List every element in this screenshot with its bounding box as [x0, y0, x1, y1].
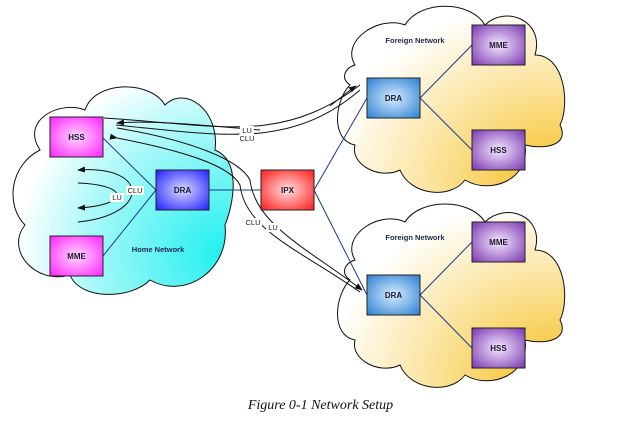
link-dra-mme-foreign-2 — [419, 241, 473, 296]
ipx-node[interactable]: IPX — [260, 169, 315, 211]
home-mme-node[interactable]: MME — [49, 235, 104, 277]
flow-label-lu-foreign-2: LU — [268, 223, 278, 232]
link-dra-hss-foreign-1 — [419, 97, 473, 151]
home-dra-label: DRA — [174, 186, 192, 195]
home-hss-label: HSS — [68, 133, 85, 142]
foreign-1-mme-label: MME — [489, 41, 508, 50]
foreign-2-dra-label: DRA — [385, 291, 403, 300]
foreign-2-dra-node[interactable]: DRA — [366, 274, 421, 316]
flow-arrow-hss-2 — [109, 133, 361, 293]
flow-label-clu-foreign-1: CLU — [239, 134, 254, 143]
foreign-2-hss-node[interactable]: HSS — [471, 327, 526, 369]
foreign-2-mme-node[interactable]: MME — [471, 221, 526, 263]
link-dra-hss-foreign-2 — [419, 294, 473, 349]
foreign-2-hss-label: HSS — [490, 344, 507, 353]
flow-label-lu-home: LU — [112, 193, 122, 202]
flow-arrow-foreign-1 — [329, 85, 357, 107]
figure-caption: Figure 0-1 Network Setup — [247, 398, 394, 413]
home-network-label: Home Network — [132, 245, 185, 254]
home-mme-label: MME — [67, 252, 86, 261]
flow-arrow-foreign-2 — [116, 127, 363, 291]
home-hss-node[interactable]: HSS — [49, 116, 104, 158]
foreign-1-dra-label: DRA — [385, 94, 403, 103]
ipx-label: IPX — [281, 186, 295, 195]
link-ipx-dra-foreign-1 — [313, 97, 368, 191]
link-ipx-dra-foreign-2 — [313, 189, 368, 296]
home-dra-node[interactable]: DRA — [155, 169, 210, 211]
flow-label-lu-foreign-1: LU — [242, 126, 252, 135]
foreign-1-hss-label: HSS — [490, 146, 507, 155]
foreign-network-2-label: Foreign Network — [385, 233, 445, 242]
foreign-network-1-label: Foreign Network — [385, 36, 445, 45]
foreign-1-hss-node[interactable]: HSS — [471, 129, 526, 171]
link-mme-dra-home — [102, 189, 157, 257]
foreign-1-mme-node[interactable]: MME — [471, 24, 526, 66]
foreign-1-dra-node[interactable]: DRA — [366, 77, 421, 119]
link-hss-dra-home — [102, 137, 157, 191]
flow-label-clu-home: CLU — [127, 186, 142, 195]
links — [102, 44, 473, 349]
flow-label-clu-foreign-2: CLU — [245, 218, 260, 227]
foreign-2-mme-label: MME — [489, 238, 508, 247]
link-dra-mme-foreign-1 — [419, 44, 473, 99]
